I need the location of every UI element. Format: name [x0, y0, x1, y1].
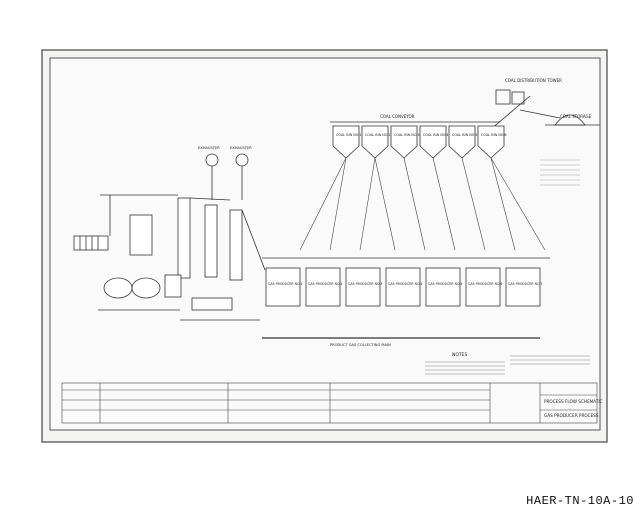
gas-producers [262, 257, 550, 307]
producer-label-1: GAS PRODUCER NO.1 [268, 282, 302, 286]
bin-label-2: COAL BIN NO.2 [365, 133, 391, 137]
producer-label-7: GAS PRODUCER NO.7 [508, 282, 542, 286]
gas-cleaning-equipment [73, 194, 266, 321]
coal-distribution-tower [489, 89, 600, 131]
exhausters [205, 153, 249, 200]
producer-label-3: GAS PRODUCER NO.3 [348, 282, 382, 286]
collecting-main-label: PRODUCT GAS COLLECTING MAIN [330, 343, 391, 347]
coal-storage-label: COAL STORAGE [560, 114, 592, 119]
bin-label-1: COAL BIN NO.1 [336, 133, 362, 137]
exhauster-label-2: EXHAUSTER [230, 146, 252, 150]
coal-bins [332, 125, 505, 159]
producer-label-6: GAS PRODUCER NO.6 [468, 282, 502, 286]
notes-title: NOTES [452, 352, 468, 358]
producer-label-2: GAS PRODUCER NO.2 [308, 282, 342, 286]
haer-caption: HAER-TN-10A-10 [526, 494, 634, 508]
title-line-2: GAS PRODUCER PROCESS [544, 413, 599, 418]
coal-conveyor-label: COAL CONVEYOR [380, 114, 415, 119]
exhauster-label-1: EXHAUSTER [198, 146, 220, 150]
producer-label-4: GAS PRODUCER NO.4 [388, 282, 422, 286]
bin-label-3: COAL BIN NO.3 [394, 133, 420, 137]
bin-label-6: COAL BIN NO.6 [481, 133, 507, 137]
bin-label-5: COAL BIN NO.5 [452, 133, 478, 137]
notes-text [425, 355, 590, 375]
title-block [61, 382, 598, 424]
producer-label-5: GAS PRODUCER NO.5 [428, 282, 462, 286]
coal-chutes [299, 157, 546, 251]
bin-label-4: COAL BIN NO.4 [423, 133, 449, 137]
coal-tower-label: COAL DISTRIBUTION TOWER [505, 78, 562, 83]
legend [540, 159, 580, 186]
title-line-1: PROCESS FLOW SCHEMATIC [544, 399, 603, 404]
